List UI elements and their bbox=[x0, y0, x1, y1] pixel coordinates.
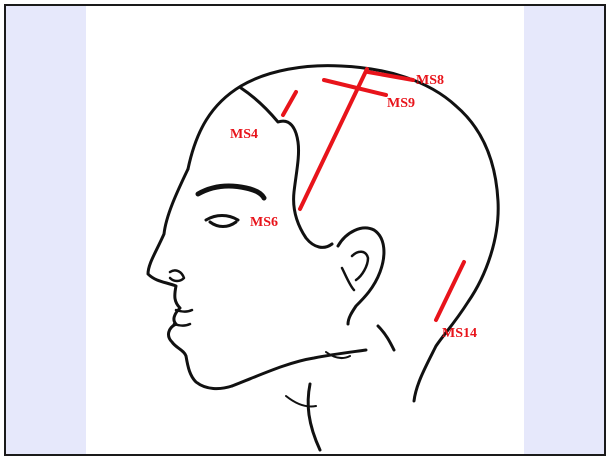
eye bbox=[206, 216, 238, 227]
label-ms8: MS8 bbox=[416, 73, 444, 88]
jaw-line bbox=[232, 350, 366, 386]
ms4-line bbox=[283, 92, 296, 115]
ms14-line bbox=[436, 262, 464, 320]
label-ms4: MS4 bbox=[230, 127, 258, 142]
face-profile bbox=[148, 169, 232, 389]
label-ms6: MS6 bbox=[250, 215, 278, 230]
nostril bbox=[170, 270, 184, 281]
neck-back bbox=[378, 326, 394, 350]
label-ms9: MS9 bbox=[387, 96, 415, 111]
neck-front bbox=[308, 384, 320, 450]
figure-frame: MS4 MS6 MS8 MS9 MS14 bbox=[4, 4, 606, 456]
eyebrow bbox=[198, 186, 264, 198]
head-illustration: MS4 MS6 MS8 MS9 MS14 bbox=[6, 6, 604, 454]
neck-fold bbox=[286, 352, 350, 407]
label-ms14: MS14 bbox=[442, 326, 477, 341]
ear-inner bbox=[342, 252, 368, 290]
